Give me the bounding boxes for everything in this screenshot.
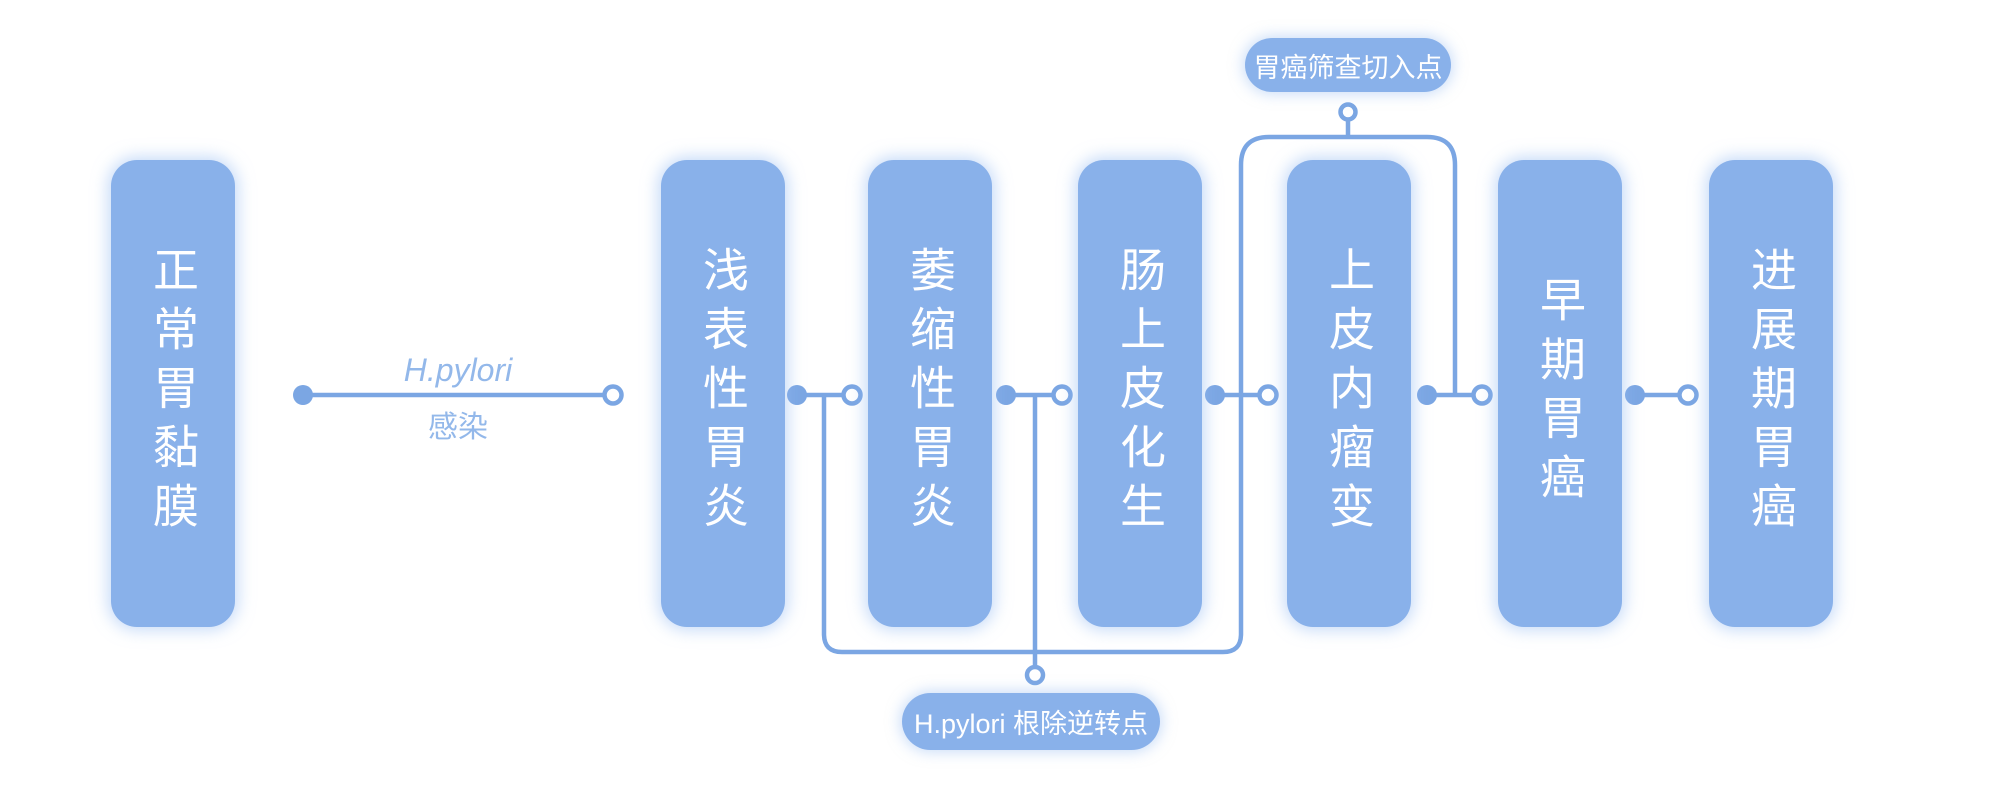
stage-box-superficial-gastritis: 浅表性胃炎 (661, 160, 785, 627)
flow-dot-icon (1625, 385, 1645, 405)
flow-dot-icon (787, 385, 807, 405)
stage-box-early-gastric-cancer: 早期胃癌 (1498, 160, 1622, 627)
screening-and-eradication-bracket-line (821, 134, 1458, 655)
screening-entry-point-callout-pill: 胃癌筛查切入点 (1245, 38, 1451, 92)
stage-box-normal-gastric-mucosa: 正常胃黏膜 (111, 160, 235, 627)
stage-label: 早期胃癌 (1534, 275, 1586, 512)
stage-label: 萎缩性胃炎 (904, 246, 956, 541)
flow-dot-icon (996, 385, 1016, 405)
flow-origin-dots (293, 385, 1645, 405)
screening-callout-ring-icon (1338, 102, 1358, 122)
hpylori-eradication-reversal-callout-pill: H.pylori 根除逆转点 (902, 693, 1160, 750)
flow-dot-icon (1417, 385, 1437, 405)
flow-target-rings (602, 102, 1699, 686)
stage-label: 浅表性胃炎 (697, 246, 749, 541)
flow-ring-icon (1471, 384, 1493, 406)
eradication-callout-ring-icon (1024, 664, 1046, 686)
stage-box-advanced-gastric-cancer: 进展期胃癌 (1709, 160, 1833, 627)
hpylori-infection-label-line2: 感染 (428, 411, 488, 444)
flow-dot-icon (293, 385, 313, 405)
stage-label: 上皮内瘤变 (1323, 246, 1375, 541)
hpylori-infection-label-line1: H.pylori (403, 352, 513, 388)
screening-callout-label: 胃癌筛查切入点 (1253, 52, 1443, 83)
eradication-callout-label: H.pylori 根除逆转点 (913, 709, 1149, 739)
flow-dot-icon (1205, 385, 1225, 405)
stage-box-intraepithelial-neoplasia: 上皮内瘤变 (1287, 160, 1411, 627)
stage-label: 进展期胃癌 (1745, 246, 1797, 541)
stage-label: 肠上皮化生 (1114, 246, 1166, 541)
stage-box-intestinal-metaplasia: 肠上皮化生 (1078, 160, 1202, 627)
flow-ring-icon (1051, 384, 1073, 406)
flow-ring-icon (602, 384, 624, 406)
flow-ring-icon (1257, 384, 1279, 406)
flow-ring-icon (841, 384, 863, 406)
stage-label: 正常胃黏膜 (147, 246, 199, 541)
flow-ring-icon (1677, 384, 1699, 406)
stage-box-atrophic-gastritis: 萎缩性胃炎 (868, 160, 992, 627)
